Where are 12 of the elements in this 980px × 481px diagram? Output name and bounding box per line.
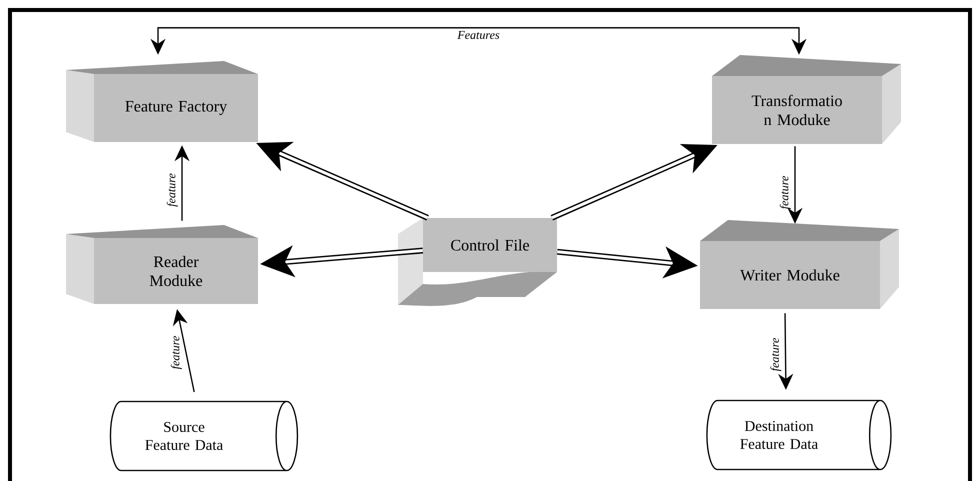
data-cylinder: Destination Feature Data xyxy=(706,400,892,470)
edge-label: feature xyxy=(166,174,178,207)
module-box: Reader Moduke xyxy=(66,225,258,304)
module-box: Transformatio n Moduke xyxy=(712,55,901,144)
data-cylinder: Source Feature Data xyxy=(110,400,298,472)
edge-label: Features xyxy=(457,31,500,39)
edge-label: feature xyxy=(770,338,782,372)
edge-label: feature xyxy=(170,336,182,370)
module-box: Feature Factory xyxy=(66,61,258,142)
edge-label: feature xyxy=(780,176,791,210)
module-box: Writer Moduke xyxy=(700,220,899,309)
control-file: Control File xyxy=(398,218,557,306)
